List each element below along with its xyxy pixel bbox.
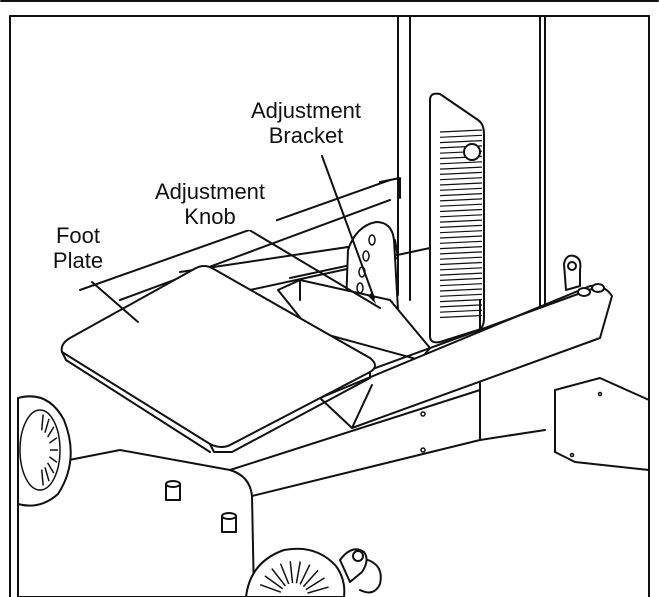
bottom-wheel	[245, 547, 382, 597]
foot-plate	[60, 265, 376, 453]
base-feet	[165, 480, 237, 533]
left-wheel	[17, 395, 72, 507]
leader-lines	[91, 155, 381, 323]
foot-plate-line-1: Foot	[56, 223, 100, 248]
weight-stack	[429, 92, 485, 344]
adjustment-bracket-line-2: Bracket	[269, 123, 344, 148]
rear-leg	[554, 377, 650, 471]
adjustment-bracket-line-1: Adjustment	[251, 98, 361, 123]
callout-adjustment-knob: Adjustment Knob	[140, 178, 276, 230]
base-frame	[17, 299, 546, 597]
foot-plate-line-2: Plate	[53, 248, 103, 273]
callout-foot-plate: Foot Plate	[44, 222, 114, 274]
adjustment-knob-line-2: Knob	[184, 204, 235, 229]
callout-adjustment-bracket: Adjustment Bracket	[238, 96, 374, 148]
arm-end-hardware	[563, 254, 605, 297]
adjustment-knob-line-1: Adjustment	[155, 179, 265, 204]
